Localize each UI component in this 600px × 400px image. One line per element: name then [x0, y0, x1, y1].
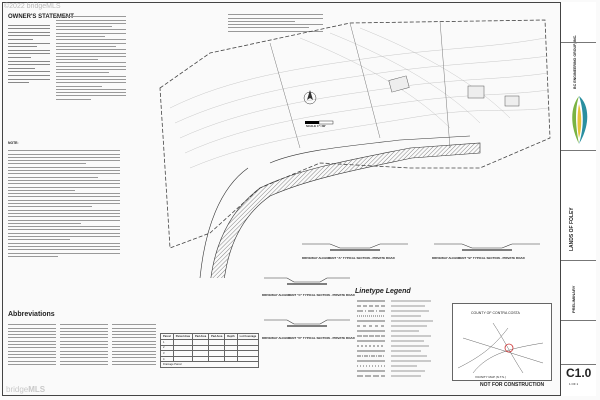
vicinity-map: COUNTY OF CONTRA COSTA VICINITY MAP (N.T… [452, 303, 552, 381]
firm-logo [572, 96, 588, 144]
table-footer-cell: Drainage Parcel [159, 361, 260, 368]
parcel-table-header: Parcel Parcel Area Pad Area Pad Area Dep… [160, 333, 260, 340]
not-for-construction-label: NOT FOR CONSTRUCTION [480, 382, 545, 388]
parcel-table: Parcel Parcel Area Pad Area Pad Area Dep… [159, 333, 260, 368]
scale-label: SCALE 1"=30' [306, 124, 326, 128]
project-cell: LANDS OF FOLEY [561, 150, 596, 260]
notes-heading: NOTE: [8, 141, 19, 145]
firm-name: BC ENGINEERING GROUP, INC. [573, 34, 577, 89]
firm-cell: BC ENGINEERING GROUP, INC. [561, 35, 596, 90]
table-header-cell: Lot Coverage [236, 333, 260, 340]
bridge-logo-watermark: bridgeMLS [6, 385, 45, 394]
vicinity-map-caption: VICINITY MAP (N.T.S.) [475, 375, 506, 379]
table-row: Drainage Parcel [159, 361, 260, 368]
watermark-logo-suffix: MLS [28, 385, 46, 394]
section-b-title: DRIVEWAY ALIGNMENT "B" TYPICAL SECTION -… [432, 256, 525, 260]
table-header-cell: Parcel Area [172, 333, 193, 340]
sheet-title: PRELIMINARY [571, 285, 576, 313]
table-row: 1 [160, 339, 260, 346]
site-plan-drawing [159, 19, 551, 278]
benchmark-notes [228, 12, 323, 34]
abbreviations-title: Abbreviations [8, 311, 55, 318]
owner-statement-title: OWNER'S STATEMENT [8, 14, 74, 20]
sheet-number-cell [561, 364, 596, 396]
typical-section-d [264, 319, 350, 327]
section-a-title: DRIVEWAY ALIGNMENT "A" TYPICAL SECTION -… [302, 256, 395, 260]
table-header-cell: Depth [224, 333, 238, 340]
typical-section-c [264, 277, 350, 285]
abbreviations-col-1 [8, 322, 56, 367]
vicinity-map-roads [457, 322, 544, 374]
sheet-title-cell: PRELIMINARY [561, 260, 596, 320]
watermark-text: ©2022 bridgeMLS [4, 3, 61, 10]
table-row: 3 [160, 350, 260, 357]
abbreviations-col-3 [112, 322, 156, 367]
table-row: 4 [160, 355, 260, 363]
watermark-logo-text: bridge [6, 385, 29, 394]
vicinity-map-title: COUNTY OF CONTRA COSTA [471, 311, 520, 315]
linetype-legend [357, 300, 433, 377]
typical-section-a [302, 243, 408, 251]
project-name: LANDS OF FOLEY [569, 207, 575, 251]
sheet-number: C1.0 [566, 366, 592, 380]
notes-text [8, 148, 120, 259]
watermark: ©2022 bridgeMLS [4, 3, 61, 10]
table-row: 2 [160, 344, 260, 352]
sheet-of: 1 OF 1 [569, 382, 579, 386]
typical-section-b [434, 243, 540, 251]
abbreviations-col-2 [60, 322, 108, 367]
title-block: BC ENGINEERING GROUP, INC. LANDS OF FOLE… [560, 2, 596, 396]
section-c-title: DRIVEWAY ALIGNMENT "C" TYPICAL SECTION -… [262, 293, 355, 297]
revisions-cell [561, 320, 596, 364]
project-info-lines [56, 14, 126, 102]
owner-statement-text [8, 22, 50, 86]
linetype-legend-title: Linetype Legend [355, 288, 411, 295]
section-d-title: DRIVEWAY ALIGNMENT "D" TYPICAL SECTION -… [262, 336, 355, 340]
